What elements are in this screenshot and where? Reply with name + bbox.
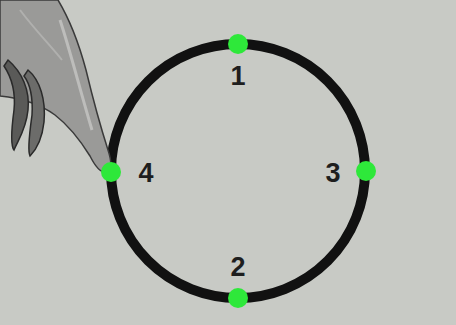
- marker-dot: [228, 34, 248, 54]
- marker-dot: [356, 161, 376, 181]
- callout-number: 4: [138, 160, 153, 187]
- marker-dot: [228, 288, 248, 308]
- marker-dot: [101, 162, 121, 182]
- ring: [111, 44, 365, 298]
- callout-number: 2: [230, 254, 245, 281]
- gloved-hand: [0, 0, 111, 172]
- callout-number: 3: [325, 160, 340, 187]
- callout-number: 1: [230, 63, 245, 90]
